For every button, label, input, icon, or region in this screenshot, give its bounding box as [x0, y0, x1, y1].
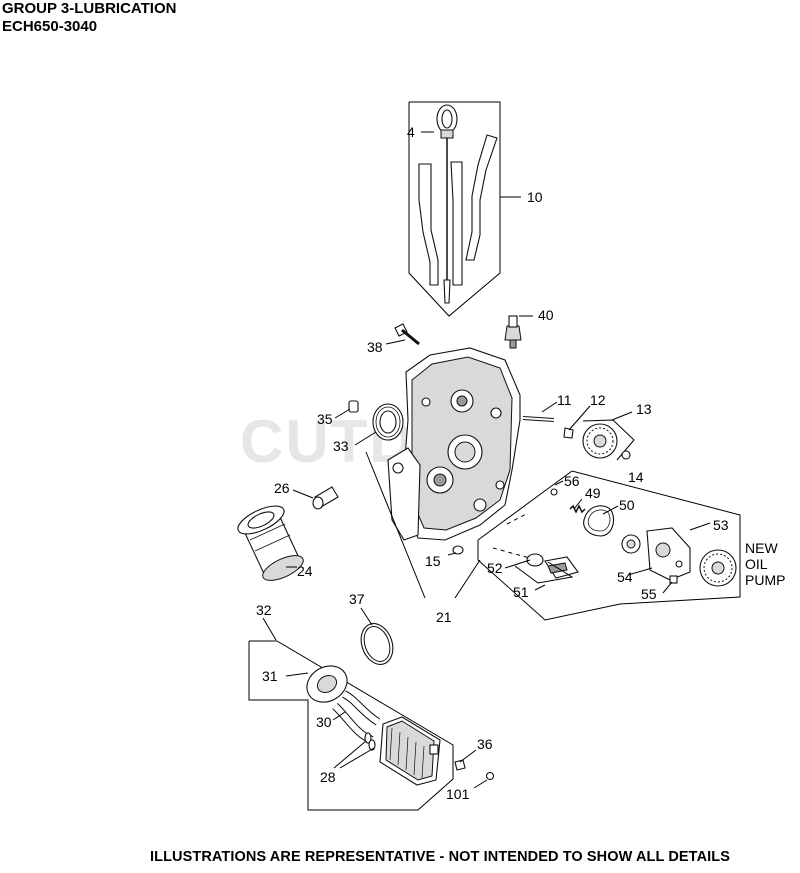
- callout-40: 40: [538, 307, 554, 323]
- note-line-2: OIL: [745, 556, 768, 572]
- spring-part: [569, 504, 586, 514]
- callout-10: 10: [527, 189, 543, 205]
- callout-53: 53: [713, 517, 729, 533]
- diagram-title: GROUP 3-LUBRICATION: [2, 0, 177, 17]
- closure-plate: [387, 347, 521, 541]
- callout-11: 11: [557, 392, 572, 408]
- model-number: ECH650-3040: [2, 18, 98, 35]
- callout-49: 49: [585, 485, 601, 501]
- callout-12: 12: [590, 392, 606, 408]
- retaining-clip: [563, 427, 574, 439]
- oil-pump-frame: [477, 470, 741, 621]
- check-ball: [550, 488, 558, 496]
- callout-21: 21: [436, 609, 452, 625]
- callout-32: 32: [256, 602, 272, 618]
- dipstick-part: [436, 104, 458, 304]
- callout-24: 24: [297, 563, 313, 579]
- note-line-3: PUMP: [745, 572, 785, 588]
- cooler-hose: [332, 690, 381, 744]
- plug-part: [348, 400, 359, 413]
- callout-37: 37: [349, 591, 365, 607]
- callout-14: 14: [628, 469, 644, 485]
- o-ring-large: [360, 623, 394, 665]
- oil-cooler: [379, 716, 441, 786]
- hose-clamps: [364, 732, 376, 751]
- o-ring-small: [452, 545, 464, 555]
- callout-38: 38: [367, 339, 383, 355]
- callout-4: 4: [407, 124, 415, 140]
- callout-56: 56: [564, 473, 580, 489]
- callout-30: 30: [316, 714, 332, 730]
- callout-31: 31: [262, 668, 278, 684]
- callout-54: 54: [617, 569, 633, 585]
- callout-36: 36: [477, 736, 493, 752]
- pump-screw: [669, 575, 678, 584]
- callout-33: 33: [333, 438, 349, 454]
- filter-adapter: [312, 486, 339, 510]
- oil-pressure-sensor: [504, 315, 522, 349]
- disclaimer-footer: ILLUSTRATIONS ARE REPRESENTATIVE - NOT I…: [150, 849, 730, 865]
- pump-cover: [646, 527, 691, 581]
- callout-50: 50: [619, 497, 635, 513]
- pump-rotor: [621, 534, 641, 554]
- pickup-bracket: [514, 561, 574, 584]
- callout-28: 28: [320, 769, 336, 785]
- leader-lines: [262, 131, 711, 789]
- cooler-adapter: [306, 665, 348, 703]
- callout-52: 52: [487, 560, 503, 576]
- bolt-part: [394, 323, 420, 346]
- oil-filter: [237, 505, 304, 581]
- callout-101: 101: [446, 786, 470, 802]
- locating-pin: [582, 419, 635, 461]
- pump-gear: [699, 549, 737, 587]
- exploded-parts-diagram: CUTDOS: [237, 101, 785, 811]
- callout-26: 26: [274, 480, 290, 496]
- oil-seal: [372, 403, 404, 441]
- cooler-fitting: [454, 759, 495, 781]
- governor-shaft: [522, 416, 555, 422]
- governor-gear: [582, 423, 618, 459]
- callout-35: 35: [317, 411, 333, 427]
- callout-51: 51: [513, 584, 529, 600]
- callout-13: 13: [636, 401, 652, 417]
- pickup-screen: [526, 553, 579, 579]
- callout-15: 15: [425, 553, 441, 569]
- note-line-1: NEW: [745, 540, 778, 556]
- dipstick-tube-group: [408, 101, 501, 317]
- callout-55: 55: [641, 586, 657, 602]
